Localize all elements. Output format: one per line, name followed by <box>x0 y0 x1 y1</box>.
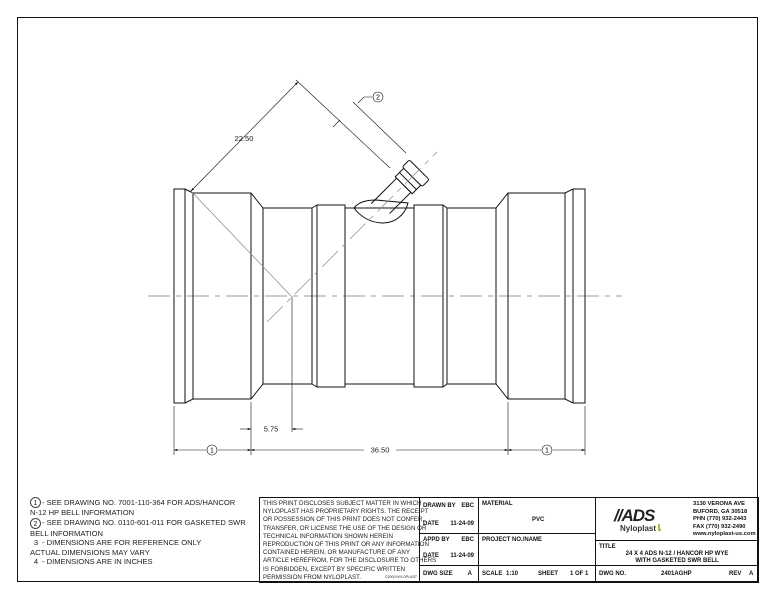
logo-nyloplast: Nyloplast <box>620 524 662 533</box>
drawn-by-label: DRAWN BY <box>423 503 456 509</box>
note-2-cont: BELL INFORMATION <box>30 528 103 538</box>
title-line-1: 24 X 4 ADS N-12 / HANCOR HP WYE <box>625 551 729 557</box>
rev-label: REV <box>729 571 742 577</box>
date2-value: 11-24-09 <box>450 553 474 559</box>
logo-ads-text: //ADS <box>614 506 655 525</box>
disclaimer-line: NYLOPLAST HAS PROPRIETARY RIGHTS. THE RE… <box>263 508 429 516</box>
dwg-size-cell: DWG SIZE A <box>419 565 479 583</box>
material-cell: MATERIAL PVC <box>478 497 596 534</box>
dwg-size-label: DWG SIZE <box>423 571 453 577</box>
general-notes: 1- SEE DRAWING NO. 7001-110-364 FOR ADS/… <box>30 497 246 567</box>
disclaimer-line: OR POSSESSION OF THIS PRINT DOES NOT CON… <box>263 516 425 524</box>
callout-1-left-number: 1 <box>210 448 214 455</box>
drawing-title: 24 X 4 ADS N-12 / HANCOR HP WYE WITH GAS… <box>596 551 758 565</box>
note-1: 1- SEE DRAWING NO. 7001-110-364 FOR ADS/… <box>30 497 246 508</box>
dwg-no-cell: DWG NO. 2401AGHP REV A <box>595 565 759 583</box>
dim-branch-length-text: 22.50 <box>235 134 254 143</box>
proprietary-disclaimer: THIS PRINT DISCLOSES SUBJECT MATTER IN W… <box>259 497 437 583</box>
note-2: 2- SEE DRAWING NO. 0110-601-011 FOR GASK… <box>30 517 246 529</box>
disclaimer-line: CONTAINED HEREIN, OR MANUFACTURE OF ANY <box>263 549 411 557</box>
title-label: TITLE <box>599 544 616 550</box>
dwg-size-value: A <box>467 571 472 577</box>
construction-line <box>189 189 293 298</box>
dim-offset-text: 5.75 <box>264 425 279 434</box>
date1-label: DATE <box>423 521 439 527</box>
phone: PHN (770) 932-2443 <box>693 516 747 523</box>
material-label: MATERIAL <box>482 501 513 507</box>
dwg-no-label: DWG NO. <box>599 571 626 577</box>
disclaimer-line: REPRODUCTION OF THIS PRINT OR ANY INFORM… <box>263 541 429 549</box>
material-value: PVC <box>532 517 545 523</box>
note-3-cont: ACTUAL DIMENSIONS MAY VARY <box>30 547 150 557</box>
disclaimer-line: IS FORBIDDEN, EXCEPT BY SPECIFIC WRITTEN <box>263 565 406 573</box>
scale-sheet-cell: SCALE 1:10 SHEET 1 OF 1 <box>478 565 596 583</box>
disclaimer-line: ARTICLE HEREFROM, FOR THE DISCLOSURE TO … <box>263 557 437 565</box>
note-1-cont: N-12 HP BELL INFORMATION <box>30 508 135 517</box>
drawn-by-cell: DRAWN BY EBC DATE 11-24-09 <box>419 497 479 534</box>
dimension-branch-length <box>190 79 391 192</box>
drawn-by-value: EBC <box>461 503 474 509</box>
pipe-body <box>173 188 586 404</box>
note-3: 3- DIMENSIONS ARE FOR REFERENCE ONLY <box>33 538 202 548</box>
title-cell: TITLE 24 X 4 ADS N-12 / HANCOR HP WYE WI… <box>595 540 759 566</box>
ads-nyloplast-logo: //ADS Nyloplast <box>614 506 662 533</box>
date2-label: DATE <box>423 553 439 559</box>
project-cell: PROJECT NO./NAME <box>478 533 596 566</box>
callout-2 <box>352 91 407 154</box>
callout-2-number: 2 <box>376 95 380 102</box>
scale-value: 1:10 <box>506 571 519 577</box>
callout-1-right-number: 1 <box>545 448 549 455</box>
logo-mark-icon <box>658 524 662 531</box>
disclaimer-line: TRANSFER, OR LICENSE THE USE OF THE DESI… <box>263 524 427 532</box>
disclaimer-line: TECHNICAL INFORMATION SHOWN HEREIN <box>263 532 393 540</box>
dimension-overall <box>173 402 586 456</box>
company-address: 3130 VERONA AVE BUFORD, GA 30518 PHN (77… <box>693 501 756 539</box>
wye-branch <box>267 151 438 322</box>
address-line: 3130 VERONA AVE <box>693 501 745 507</box>
title-line-2: WITH GASKETED SWR BELL <box>635 558 719 564</box>
company-cell: //ADS Nyloplast 3130 VERONA AVE BUFORD, … <box>595 497 759 541</box>
dim-overall-text: 36.50 <box>371 446 390 455</box>
dwg-no-value: 2401AGHP <box>661 571 692 577</box>
disclaimer-line: PERMISSION FROM NYLOPLAST. <box>263 573 361 581</box>
website: www.nyloplast-us.com <box>693 531 756 538</box>
note-4: 4- DIMENSIONS ARE IN INCHES <box>33 557 153 567</box>
project-label: PROJECT NO./NAME <box>482 537 543 543</box>
sheet-label: SHEET <box>538 571 559 577</box>
disclaimer-line: THIS PRINT DISCLOSES SUBJECT MATTER IN W… <box>263 500 422 507</box>
copyright: ©2000 NYLOPLAST <box>385 574 417 579</box>
address-line: BUFORD, GA 30518 <box>693 508 748 515</box>
approved-by-cell: APPD BY EBC DATE 11-24-09 <box>419 533 479 566</box>
fax: FAX (770) 932-2490 <box>693 523 746 530</box>
rev-value: A <box>749 571 754 577</box>
drawing-frame <box>17 17 758 582</box>
appd-by-label: APPD BY <box>423 537 450 543</box>
scale-label: SCALE <box>482 571 503 577</box>
sheet-value: 1 OF 1 <box>570 571 589 577</box>
appd-by-value: EBC <box>461 537 474 543</box>
logo-nyloplast-text: Nyloplast <box>620 524 657 533</box>
date1-value: 11-24-09 <box>450 521 474 527</box>
